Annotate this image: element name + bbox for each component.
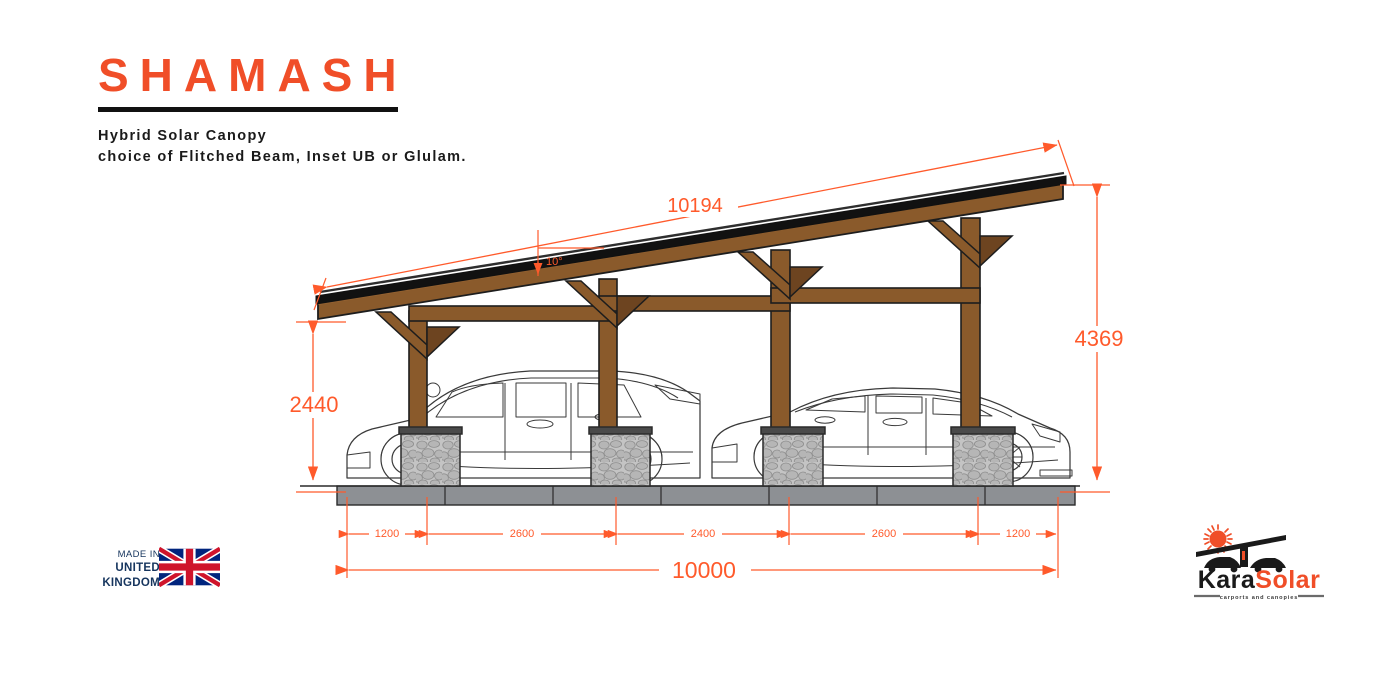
dimension-eaves-height-label: 2440 (290, 392, 339, 417)
dimension-slope-length: 10194 (312, 139, 1075, 311)
sun-icon (1203, 524, 1233, 554)
dimension-bay-4-label: 2600 (872, 528, 896, 540)
made-in-uk-text: MADE IN UNITED KINGDOM (98, 549, 160, 591)
page-title: SHAMASH (98, 49, 408, 101)
stone-plinth (950, 426, 1016, 487)
dimension-bay-chain: 1200 2600 2400 2600 1200 (338, 497, 1059, 545)
stone-plinth (760, 426, 826, 487)
vehicle-icon (1204, 557, 1286, 573)
dimension-bay-1-label: 1200 (375, 528, 399, 540)
karasolar-logo-mark-icon (1196, 524, 1286, 573)
dimension-slope-length-label: 10194 (667, 195, 723, 217)
logo-solar-text: Solar (1255, 566, 1321, 594)
dimension-eaves-height: 2440 (272, 320, 356, 493)
made-in-uk-line-2: UNITED (115, 562, 160, 575)
dimension-bay-2-label: 2600 (510, 528, 534, 540)
dimension-bay-3-label: 2400 (691, 528, 715, 540)
dimension-annotations: 10194 10° 2440 (272, 139, 1142, 583)
karasolar-logo: KaraSolar carports and canopies (1178, 524, 1338, 608)
logo-tagline: carports and canopies (1219, 595, 1299, 601)
dimension-ridge-height: 4369 (1056, 183, 1142, 493)
stone-plinth (398, 426, 463, 487)
karasolar-wordmark: KaraSolar (1184, 568, 1334, 593)
dimension-bay-5-label: 1200 (1006, 528, 1030, 540)
made-in-uk-line-3: KINGDOM (102, 576, 160, 589)
ground-paving (300, 485, 1080, 506)
subtitle-line-1: Hybrid Solar Canopy (98, 128, 268, 144)
dimension-ridge-height-label: 4369 (1075, 326, 1124, 351)
logo-tagline-rules (1194, 594, 1324, 598)
dimension-overall-width-label: 10000 (672, 557, 736, 583)
made-in-uk-line-1: MADE IN (117, 549, 160, 560)
union-jack-flag-icon (159, 545, 220, 589)
tie-beam (408, 287, 981, 322)
logo-kara-text: Kara (1197, 566, 1256, 594)
made-in-uk-badge: MADE IN UNITED KINGDOM (98, 536, 220, 598)
dimension-roof-pitch-label: 10° (546, 256, 563, 268)
stone-plinth-group (398, 426, 1016, 487)
dimension-roof-pitch: 10° (533, 230, 604, 276)
title-block: SHAMASH Hybrid Solar Canopy choice of Fl… (98, 52, 618, 167)
dimension-overall-width: 10000 (335, 545, 1059, 583)
canopy-icon (1196, 535, 1286, 567)
title-underline-divider (98, 107, 398, 112)
stone-plinth (588, 426, 653, 487)
